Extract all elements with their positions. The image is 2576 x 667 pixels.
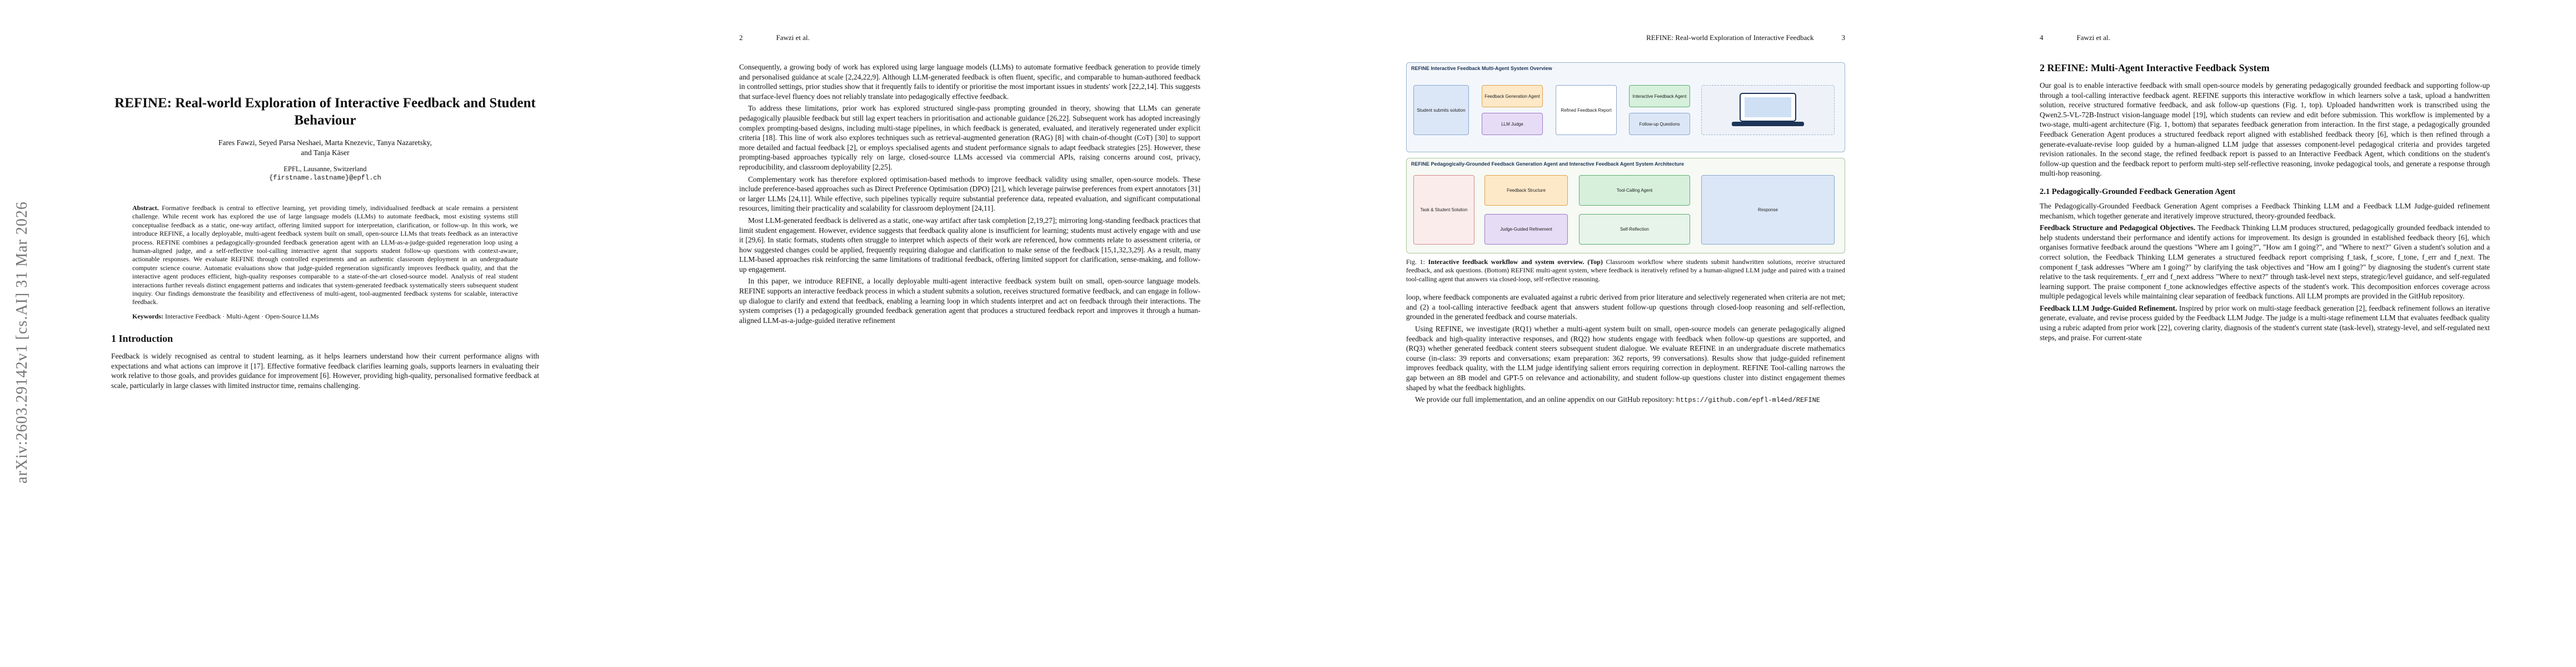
- authors-line-1: Fares Fawzi, Seyed Parsa Neshaei, Marta …: [218, 138, 432, 147]
- page-number: 4: [2040, 33, 2044, 42]
- page-number: 2: [739, 33, 743, 42]
- architecture-box: Judge-Guided Refinement: [1484, 214, 1568, 245]
- architecture-box: Tool-Calling Agent: [1579, 175, 1690, 206]
- paragraph: Feedback LLM Judge-Guided Refinement. In…: [2040, 303, 2490, 342]
- page-number: 3: [1841, 33, 1846, 42]
- author-email: {firstname.lastname}@epfl.ch: [269, 174, 381, 182]
- panel-bottom-title: REFINE Pedagogically-Grounded Feedback G…: [1411, 161, 1685, 167]
- caption-label: Fig. 1:: [1406, 258, 1425, 266]
- paragraph: Feedback Structure and Pedagogical Objec…: [2040, 223, 2490, 301]
- abstract-label: Abstract.: [132, 204, 159, 212]
- page-1: REFINE: Real-world Exploration of Intera…: [33, 0, 595, 667]
- paragraph: Using REFINE, we investigate (RQ1) wheth…: [1406, 325, 1845, 392]
- architecture-box: Task & Student Solution: [1413, 175, 1474, 245]
- section-2-title: 2 REFINE: Multi-Agent Interactive Feedba…: [2040, 62, 2270, 73]
- run-in-heading: Feedback Structure and Pedagogical Objec…: [2040, 223, 2195, 232]
- abstract-body: Formative feedback is central to effecti…: [132, 204, 519, 306]
- keywords: Keywords: Interactive Feedback · Multi-A…: [132, 312, 518, 321]
- paragraph: In this paper, we introduce REFINE, a lo…: [739, 277, 1200, 325]
- architecture-box: Response: [1701, 175, 1835, 245]
- section-2-1-title: 2.1 Pedagogically-Grounded Feedback Gene…: [2040, 187, 2236, 196]
- figure-1: REFINE Interactive Feedback Multi-Agent …: [1406, 62, 1845, 283]
- panel-top-title: REFINE Interactive Feedback Multi-Agent …: [1411, 66, 1552, 71]
- workflow-box: Feedback Generation Agent: [1482, 85, 1543, 107]
- workflow-box: Interactive Feedback Agent: [1629, 85, 1690, 107]
- affiliation: EPFL, Lausanne, Switzerland: [283, 165, 367, 173]
- arxiv-stamp: arXiv:2603.29142v1 [cs.AI] 31 Mar 2026: [11, 0, 33, 667]
- page-3: REFINE: Real-world Exploration of Intera…: [1323, 0, 1884, 667]
- workflow-box: LLM Judge: [1482, 113, 1543, 135]
- run-in-heading: Feedback LLM Judge-Guided Refinement.: [2040, 303, 2178, 312]
- paragraph: Most LLM-generated feedback is delivered…: [739, 216, 1200, 273]
- figure-panel-bottom: REFINE Pedagogically-Grounded Feedback G…: [1406, 158, 1845, 253]
- running-head-text: Fawzi et al.: [2076, 33, 2110, 42]
- paragraph: The Pedagogically-Grounded Feedback Gene…: [2040, 201, 2490, 220]
- paper-title: REFINE: Real-world Exploration of Intera…: [114, 96, 536, 128]
- figure-caption: Fig. 1: Interactive feedback workflow an…: [1406, 258, 1845, 283]
- caption-text: Classroom workflow where students submit…: [1406, 258, 1846, 283]
- intro-paragraph: Feedback is widely recognised as central…: [111, 352, 539, 390]
- repo-sentence: We provide our full implementation, and …: [1415, 395, 1675, 404]
- caption-bold: Interactive feedback workflow and system…: [1428, 258, 1603, 266]
- keywords-label: Keywords:: [132, 312, 163, 320]
- authors-line-2: and Tanja Käser: [301, 148, 350, 157]
- paragraph: Complementary work has therefore explore…: [739, 175, 1200, 213]
- workflow-illustration: [1701, 85, 1835, 135]
- abstract-text: Abstract. Formative feedback is central …: [132, 204, 518, 307]
- running-head-text: REFINE: Real-world Exploration of Intera…: [1646, 33, 1814, 42]
- running-head-text: Fawzi et al.: [776, 33, 810, 42]
- section-1-title: 1 Introduction: [111, 333, 173, 345]
- workflow-box: Student submits solution: [1413, 85, 1469, 135]
- page-4: 4 Fawzi et al. 2 REFINE: Multi-Agent Int…: [1967, 0, 2529, 667]
- laptop-icon: [1732, 93, 1804, 126]
- running-header: 4 Fawzi et al.: [2040, 33, 2490, 42]
- paragraph: Consequently, a growing body of work has…: [739, 63, 1200, 101]
- paragraph-body: The Feedback Thinking LLM produces struc…: [2040, 223, 2490, 301]
- running-header: 2 Fawzi et al.: [739, 33, 1200, 42]
- running-header: REFINE: Real-world Exploration of Intera…: [1406, 33, 1845, 42]
- paragraph: To address these limitations, prior work…: [739, 104, 1200, 171]
- paragraph: We provide our full implementation, and …: [1406, 395, 1845, 406]
- figure-panel-top: REFINE Interactive Feedback Multi-Agent …: [1406, 62, 1845, 152]
- keywords-body: Interactive Feedback · Multi-Agent · Ope…: [165, 312, 319, 320]
- architecture-box: Feedback Structure: [1484, 175, 1568, 206]
- page-2: 2 Fawzi et al. Consequently, a growing b…: [678, 0, 1239, 667]
- workflow-box: Follow-up Questions: [1629, 113, 1690, 135]
- repo-link[interactable]: https://github.com/epfl-ml4ed/REFINE: [1676, 396, 1820, 405]
- paragraph: Our goal is to enable interactive feedba…: [2040, 81, 2490, 178]
- workflow-box: Refined Feedback Report: [1556, 85, 1617, 135]
- paragraph: loop, where feedback components are eval…: [1406, 293, 1845, 321]
- paragraph-body: Inspired by prior work on multi-stage fe…: [2040, 303, 2490, 342]
- architecture-box: Self-Reflection: [1579, 214, 1690, 245]
- arxiv-stamp-text: arXiv:2603.29142v1 [cs.AI] 31 Mar 2026: [13, 201, 31, 484]
- abstract: Abstract. Formative feedback is central …: [111, 204, 539, 321]
